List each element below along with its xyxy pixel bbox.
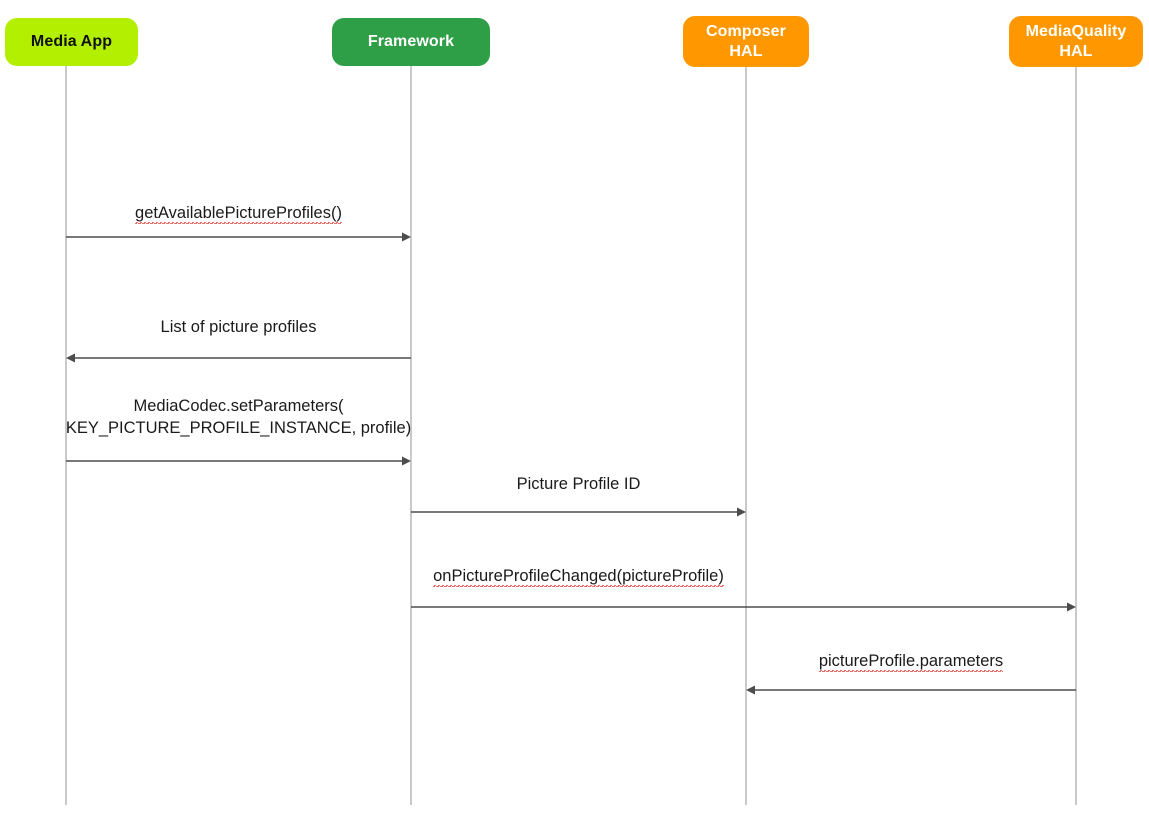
participant-label: Media App bbox=[30, 33, 113, 51]
lifeline-framework bbox=[410, 66, 412, 805]
message-label-picture-profile-id: Picture Profile ID bbox=[516, 475, 641, 493]
participant-label: MediaQuality HAL bbox=[1025, 22, 1127, 60]
message-label-mediacodec-set-parameters: MediaCodec.setParameters( KEY_PICTURE_PR… bbox=[65, 397, 412, 437]
message-arrow-list-of-picture-profiles bbox=[66, 353, 411, 363]
participant-label: Composer HAL bbox=[706, 22, 786, 60]
message-label-picture-profile-parameters: pictureProfile.parameters bbox=[818, 652, 1004, 672]
participant-mediaquality-hal[interactable]: MediaQuality HAL bbox=[1009, 16, 1143, 67]
message-label-on-picture-profile-changed: onPictureProfileChanged(pictureProfile) bbox=[433, 567, 724, 587]
message-arrow-get-available-picture-profiles bbox=[66, 232, 411, 242]
message-label-get-available-picture-profiles: getAvailablePictureProfiles() bbox=[135, 204, 342, 224]
message-arrow-mediacodec-set-parameters bbox=[66, 456, 411, 466]
lifeline-mediaquality-hal bbox=[1075, 66, 1077, 805]
lifeline-media-app bbox=[65, 66, 67, 805]
participant-framework[interactable]: Framework bbox=[332, 18, 490, 66]
message-arrow-picture-profile-parameters bbox=[746, 685, 1076, 695]
message-label-list-of-picture-profiles: List of picture profiles bbox=[160, 318, 317, 336]
message-arrow-on-picture-profile-changed bbox=[411, 602, 1076, 612]
participant-media-app[interactable]: Media App bbox=[5, 18, 138, 66]
message-arrow-picture-profile-id bbox=[411, 507, 746, 517]
participant-label: Framework bbox=[367, 33, 455, 51]
participant-composer-hal[interactable]: Composer HAL bbox=[683, 16, 809, 67]
lifeline-composer-hal bbox=[745, 66, 747, 805]
